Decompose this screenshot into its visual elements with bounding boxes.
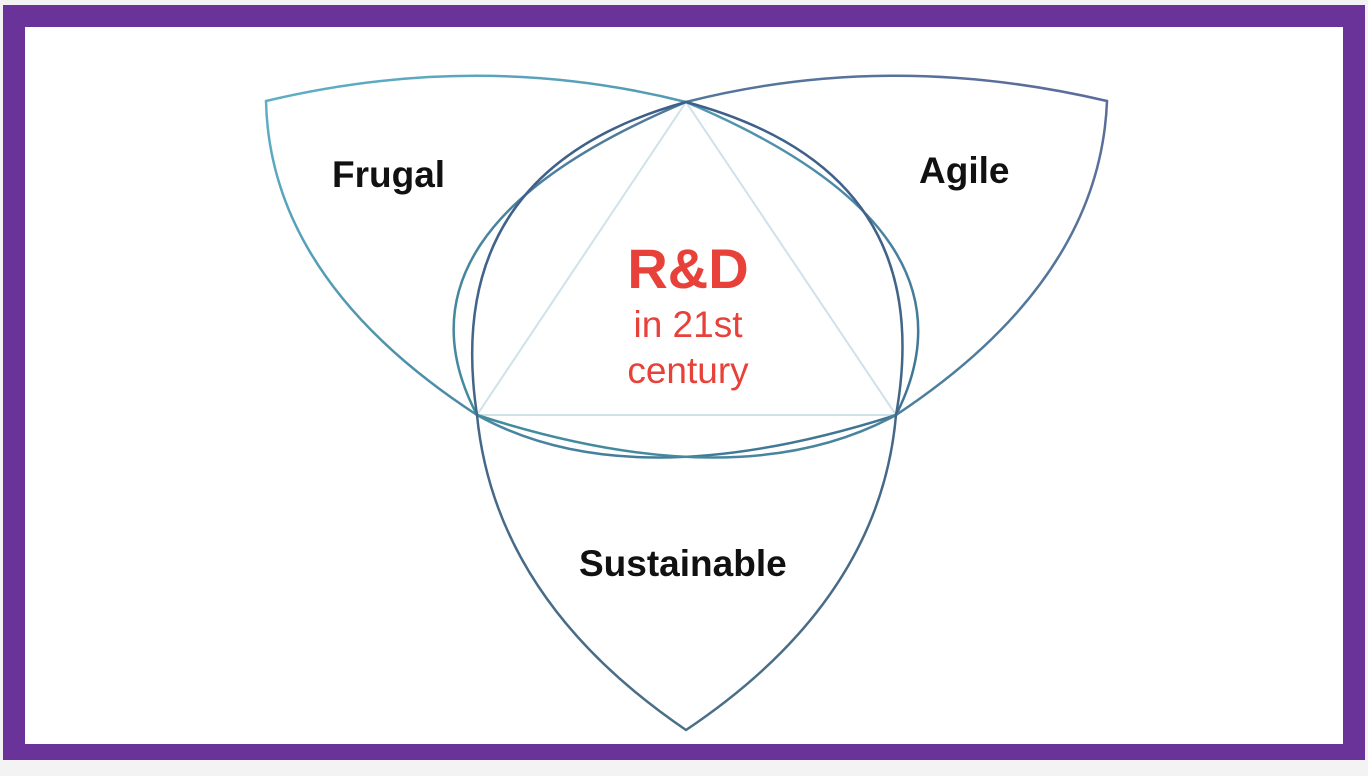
center-title: R&D [627,237,749,300]
center-subtitle-line2: century [627,350,749,391]
petal-sustainable [470,100,904,732]
inner-triangle [475,100,898,416]
petal-label-frugal: Frugal [332,154,446,195]
slide-frame [3,5,1365,760]
center-subtitle-line1: in 21st [633,304,743,345]
center-label: R&D in 21st century [588,236,788,394]
slide-panel [25,27,1343,744]
petal-label-agile: Agile [919,150,1010,191]
petal-label-sustainable: Sustainable [579,543,787,584]
